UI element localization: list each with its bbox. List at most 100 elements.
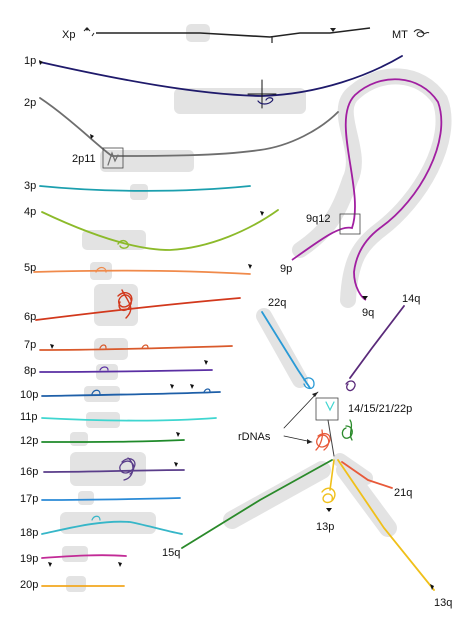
row-label-19p: 19p — [20, 553, 38, 565]
arrowhead-19p-a — [48, 562, 52, 567]
arrowhead-9q — [362, 296, 368, 300]
row-label-10p: 10p — [20, 389, 38, 401]
row-label-8p: 8p — [24, 365, 36, 377]
xp-arrow-tip — [85, 27, 89, 31]
row-label-3p: 3p — [24, 180, 36, 192]
bubble-18p — [91, 515, 101, 521]
rdna-pointer-2-head — [307, 439, 312, 444]
arrowhead-13p — [326, 508, 332, 512]
bubble-4p — [117, 239, 129, 249]
row-labels: 1p 2p 3p 4p 5p 6p 7p 8p 10p 11p 12p 16p … — [20, 55, 38, 591]
label-13p: 13p — [316, 521, 334, 533]
arrowhead-13q — [430, 584, 434, 590]
highlight-9q12 — [292, 68, 452, 308]
chromosome-3p — [39, 185, 251, 192]
knot-16p — [119, 457, 136, 481]
chromosome-10p — [41, 391, 221, 397]
bubble-22q — [303, 377, 315, 390]
bubble-1p — [257, 97, 274, 105]
bubbles-7p — [99, 344, 149, 349]
box-2p11 — [102, 147, 124, 169]
row-label-20p: 20p — [20, 579, 38, 591]
arrowhead-12p — [176, 432, 180, 437]
row-label-2p: 2p — [24, 97, 36, 109]
row-label-18p: 18p — [20, 527, 38, 539]
xp-arrowhead — [330, 28, 336, 32]
arrowhead-5p — [248, 264, 252, 269]
rdna-pointer-1 — [283, 391, 319, 429]
xp-telomere-marks — [83, 27, 95, 37]
highlight-10p — [84, 386, 120, 402]
chromosome-16p — [43, 469, 185, 473]
arrowhead-8p — [204, 360, 208, 365]
mt-group: MT — [392, 29, 430, 41]
label-9p: 9p — [280, 263, 292, 275]
rdna-hub-strands — [325, 401, 335, 412]
arrowhead-1p — [39, 60, 43, 65]
highlight-2p — [100, 150, 194, 172]
chromosome-arms — [33, 55, 403, 587]
chromosome-18p — [41, 520, 183, 535]
chromosome-19p — [41, 554, 127, 559]
chromosome-14q — [349, 305, 405, 379]
row-label-4p: 4p — [24, 206, 36, 218]
label-14q: 14q — [402, 293, 420, 305]
highlight-16p — [70, 452, 146, 486]
label-9q: 9q — [362, 307, 374, 319]
highlight-17p — [78, 491, 94, 505]
mt-label: MT — [392, 29, 408, 41]
chromosome-8p — [39, 369, 213, 373]
acrocentric-cluster: 22q 14q 14/15/21/22p rDNAs 21q 13p 15q — [162, 293, 452, 609]
chr9-group: 9q12 9p 9q — [280, 78, 443, 319]
bubble-5p — [95, 266, 107, 273]
highlight-regions — [60, 24, 452, 592]
arrowhead-10p-a — [170, 384, 174, 389]
knot-2p11 — [107, 151, 119, 166]
arrowhead-7p — [50, 344, 54, 349]
chromosome-7p — [39, 345, 233, 351]
label-9q12: 9q12 — [306, 213, 330, 225]
bubbles-10p — [91, 388, 211, 395]
highlight-20p — [66, 576, 86, 592]
row-label-6p: 6p — [24, 311, 36, 323]
rdna-hub-connector — [327, 419, 335, 457]
row-label-17p: 17p — [20, 493, 38, 505]
chromosome-13p — [329, 459, 335, 491]
telomere-arrowheads — [39, 60, 264, 567]
bubble-14q — [345, 380, 356, 392]
label-acrocentric: 14/15/21/22p — [348, 403, 412, 415]
highlight-3p — [130, 184, 148, 200]
knot-6p — [117, 289, 133, 319]
chromosome-2p — [39, 97, 339, 157]
xp-group: Xp — [62, 27, 371, 43]
arrowhead-19p-b — [118, 562, 122, 567]
arrowhead-16p — [174, 462, 178, 467]
rdna-knot-red — [315, 429, 331, 451]
chromosome-6p — [35, 297, 241, 321]
knot-13p — [321, 487, 336, 504]
row-label-5p: 5p — [24, 262, 36, 274]
highlight-15q — [223, 461, 331, 529]
highlight-1p — [174, 88, 306, 114]
label-13q: 13q — [434, 597, 452, 609]
rdna-pointer-1-head — [312, 392, 318, 397]
chromosome-15q — [181, 459, 333, 549]
box-acrocentric-hub — [315, 397, 339, 421]
row-label-7p: 7p — [24, 339, 36, 351]
chromosome-13q — [337, 459, 435, 591]
mt-contig — [413, 29, 430, 38]
rdna-knot-green — [341, 419, 353, 441]
xp-chromosome — [96, 27, 371, 38]
xp-label: Xp — [62, 29, 75, 41]
label-22q: 22q — [268, 297, 286, 309]
bubble-8p — [99, 366, 109, 371]
label-21q: 21q — [394, 487, 412, 499]
box-9q12 — [339, 213, 361, 235]
chromosome-21q — [341, 461, 393, 489]
label-2p11: 2p11 — [72, 153, 96, 165]
chromosome-1p — [39, 55, 403, 97]
row-label-12p: 12p — [20, 435, 38, 447]
chromosome-12p — [41, 439, 185, 443]
